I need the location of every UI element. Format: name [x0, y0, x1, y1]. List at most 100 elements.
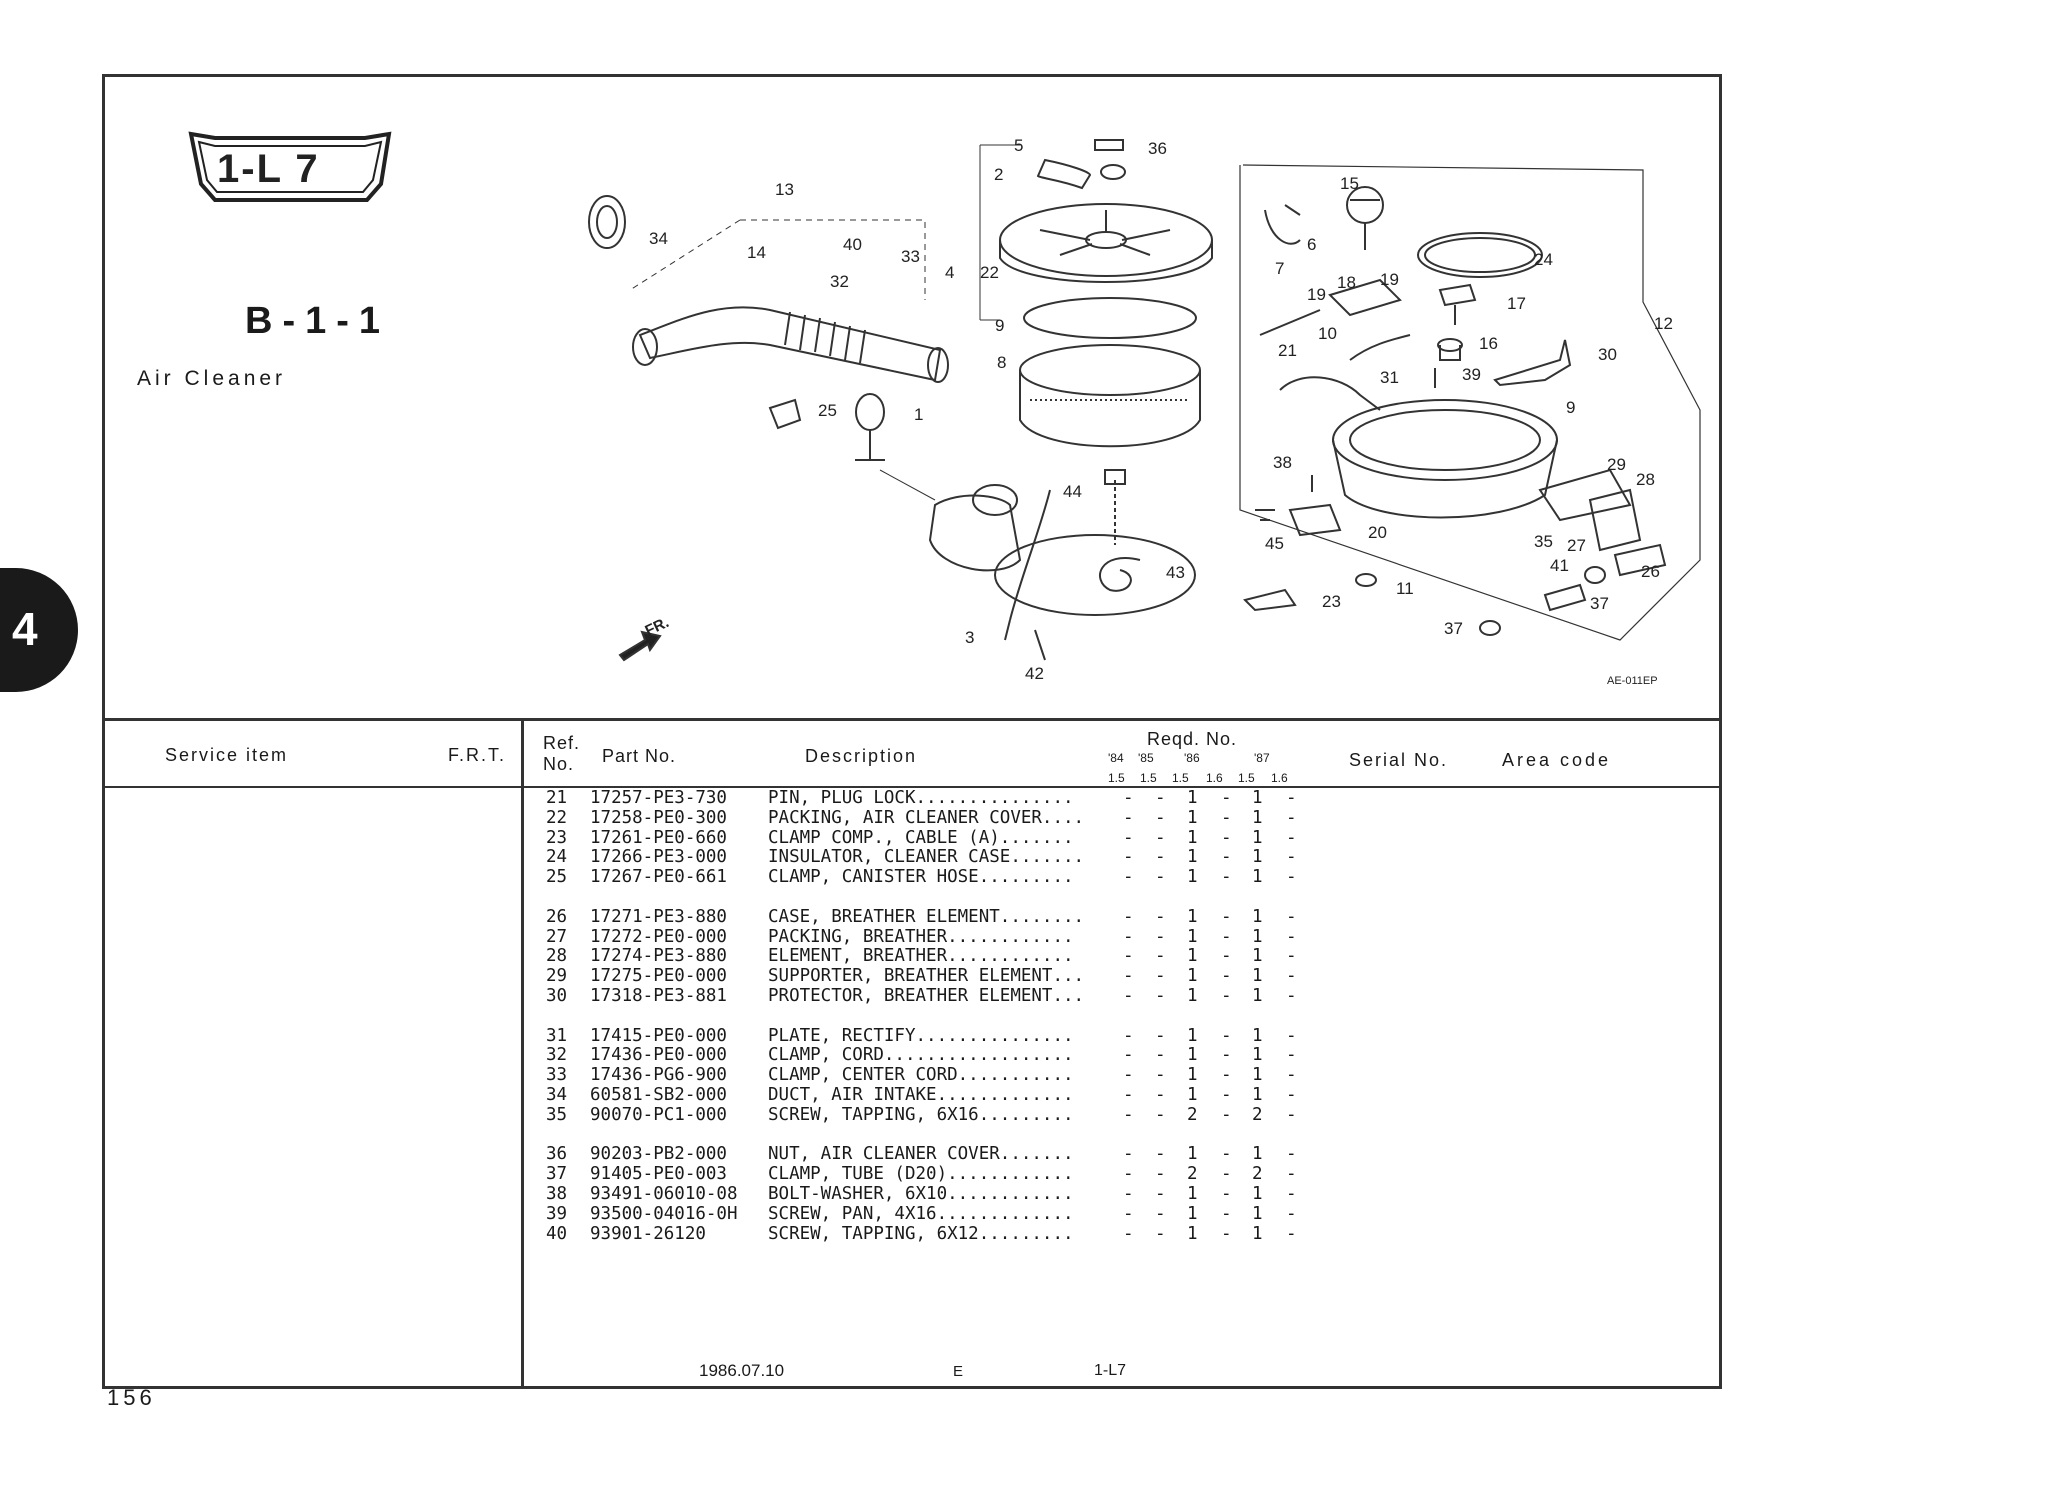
description: PIN, PLUG LOCK............... [768, 788, 1074, 808]
reqd-qty: - [1221, 986, 1232, 1006]
reqd-qty: 1 [1252, 966, 1263, 987]
reqd-qty: - [1123, 867, 1134, 888]
reqd-qty: - [1221, 1203, 1232, 1224]
header-engines: 1.5 1.5 1.5 1.6 1.5 1.6 [1108, 771, 1308, 787]
reqd-qty: 1 [1187, 807, 1198, 828]
reqd-qty: - [1286, 1045, 1297, 1066]
reqd-qty: - [1155, 847, 1166, 868]
reqd-qty: 1 [1252, 1144, 1263, 1165]
callout-5: 5 [1014, 136, 1023, 155]
callout-26: 26 [1641, 562, 1660, 581]
description: PACKING, BREATHER............ [768, 926, 1074, 947]
description: NUT, AIR CLEANER COVER....... [768, 1144, 1074, 1165]
callout-39: 39 [1462, 365, 1481, 384]
part-no: 17267-PE0-661 [590, 867, 727, 888]
callout-23: 23 [1322, 592, 1341, 611]
reqd-qty: - [1155, 1223, 1166, 1244]
callout-18: 18 [1337, 273, 1356, 292]
reqd-qty: - [1123, 1144, 1134, 1165]
ref-no: 29 [546, 966, 568, 987]
reqd-qty: 1 [1187, 1045, 1198, 1066]
footer-date: 1986.07.10 [699, 1361, 785, 1380]
header-serial-no: Serial No. [1349, 750, 1449, 770]
ref-no: 34 [546, 1085, 568, 1105]
engine-col-3: 1.5 [1172, 771, 1189, 785]
header-frt: F.R.T. [448, 745, 507, 765]
table-column-divider [521, 718, 524, 1389]
callout-13: 13 [775, 180, 794, 199]
reqd-qty: 1 [1252, 1045, 1263, 1066]
reqd-qty: - [1123, 827, 1134, 848]
reqd-qty: 1 [1187, 1144, 1198, 1165]
callout-labels: 34 13 14 40 33 32 25 1 5 36 2 4 22 9 8 4… [643, 136, 1673, 687]
reqd-qty: - [1155, 788, 1166, 808]
reqd-qty: 1 [1187, 1223, 1198, 1244]
reqd-qty: - [1123, 1104, 1134, 1125]
part-no: 17275-PE0-000 [590, 966, 727, 987]
callout-16: 16 [1479, 334, 1498, 353]
reqd-qty: 1 [1252, 1203, 1263, 1224]
part-no: 90203-PB2-000 [590, 1144, 727, 1165]
reqd-qty: - [1123, 1184, 1134, 1204]
part-no: 90070-PC1-000 [590, 1104, 727, 1125]
part-no: 17258-PE0-300 [590, 807, 727, 828]
reqd-qty: - [1123, 788, 1134, 808]
callout-9: 9 [995, 316, 1004, 335]
reqd-qty: 1 [1252, 1065, 1263, 1086]
header-service-item: Service item [165, 745, 289, 765]
reqd-qty: - [1123, 1223, 1134, 1244]
reqd-qty: - [1221, 1164, 1232, 1185]
engine-col-2: 1.5 [1140, 771, 1157, 785]
callout-21: 21 [1278, 341, 1297, 360]
ref-no: 35 [546, 1104, 568, 1125]
reqd-qty: - [1155, 946, 1166, 967]
reqd-qty: - [1286, 1164, 1297, 1185]
reqd-qty: - [1155, 1104, 1166, 1125]
reqd-qty: 2 [1187, 1164, 1198, 1185]
reqd-qty: - [1123, 1045, 1134, 1066]
ref-no: 25 [546, 867, 568, 888]
part-no: 93491-06010-08 [590, 1184, 738, 1204]
reqd-qty: - [1286, 1065, 1297, 1086]
reqd-qty: - [1221, 788, 1232, 808]
year-85: '85 [1138, 751, 1154, 765]
callout-1: 1 [914, 405, 923, 424]
header-ref: Ref. [543, 733, 581, 753]
reqd-qty: 1 [1252, 827, 1263, 848]
reqd-qty: - [1155, 827, 1166, 848]
description: ELEMENT, BREATHER............ [768, 946, 1074, 967]
ref-no: 21 [546, 788, 568, 808]
ref-no: 33 [546, 1065, 568, 1086]
header-no: No. [543, 754, 575, 774]
callout-40: 40 [843, 235, 862, 254]
reqd-qty: 1 [1252, 807, 1263, 828]
callout-37: 37 [1590, 594, 1609, 613]
reqd-qty: 1 [1187, 1085, 1198, 1105]
reqd-qty: - [1123, 1203, 1134, 1224]
reqd-qty: - [1286, 807, 1297, 828]
callout-4: 4 [945, 263, 954, 282]
reqd-qty: 1 [1252, 1025, 1263, 1046]
callout-35: 35 [1534, 532, 1553, 551]
callout-9b: 9 [1566, 398, 1575, 417]
engine-col-5: 1.5 [1238, 771, 1255, 785]
reqd-qty: - [1221, 1144, 1232, 1165]
ref-no: 26 [546, 906, 568, 927]
year-87: '87 [1254, 751, 1270, 765]
part-no: 17261-PE0-660 [590, 827, 727, 848]
front-label: FR. [643, 614, 672, 640]
reqd-qty: 1 [1187, 1025, 1198, 1046]
ref-no: 32 [546, 1045, 568, 1066]
ref-no: 24 [546, 847, 568, 868]
callout-15: 15 [1340, 174, 1359, 193]
reqd-qty: - [1221, 1184, 1232, 1204]
reqd-qty: 1 [1187, 847, 1198, 868]
ref-no: 30 [546, 986, 568, 1006]
description: SCREW, PAN, 4X16............. [768, 1203, 1074, 1224]
